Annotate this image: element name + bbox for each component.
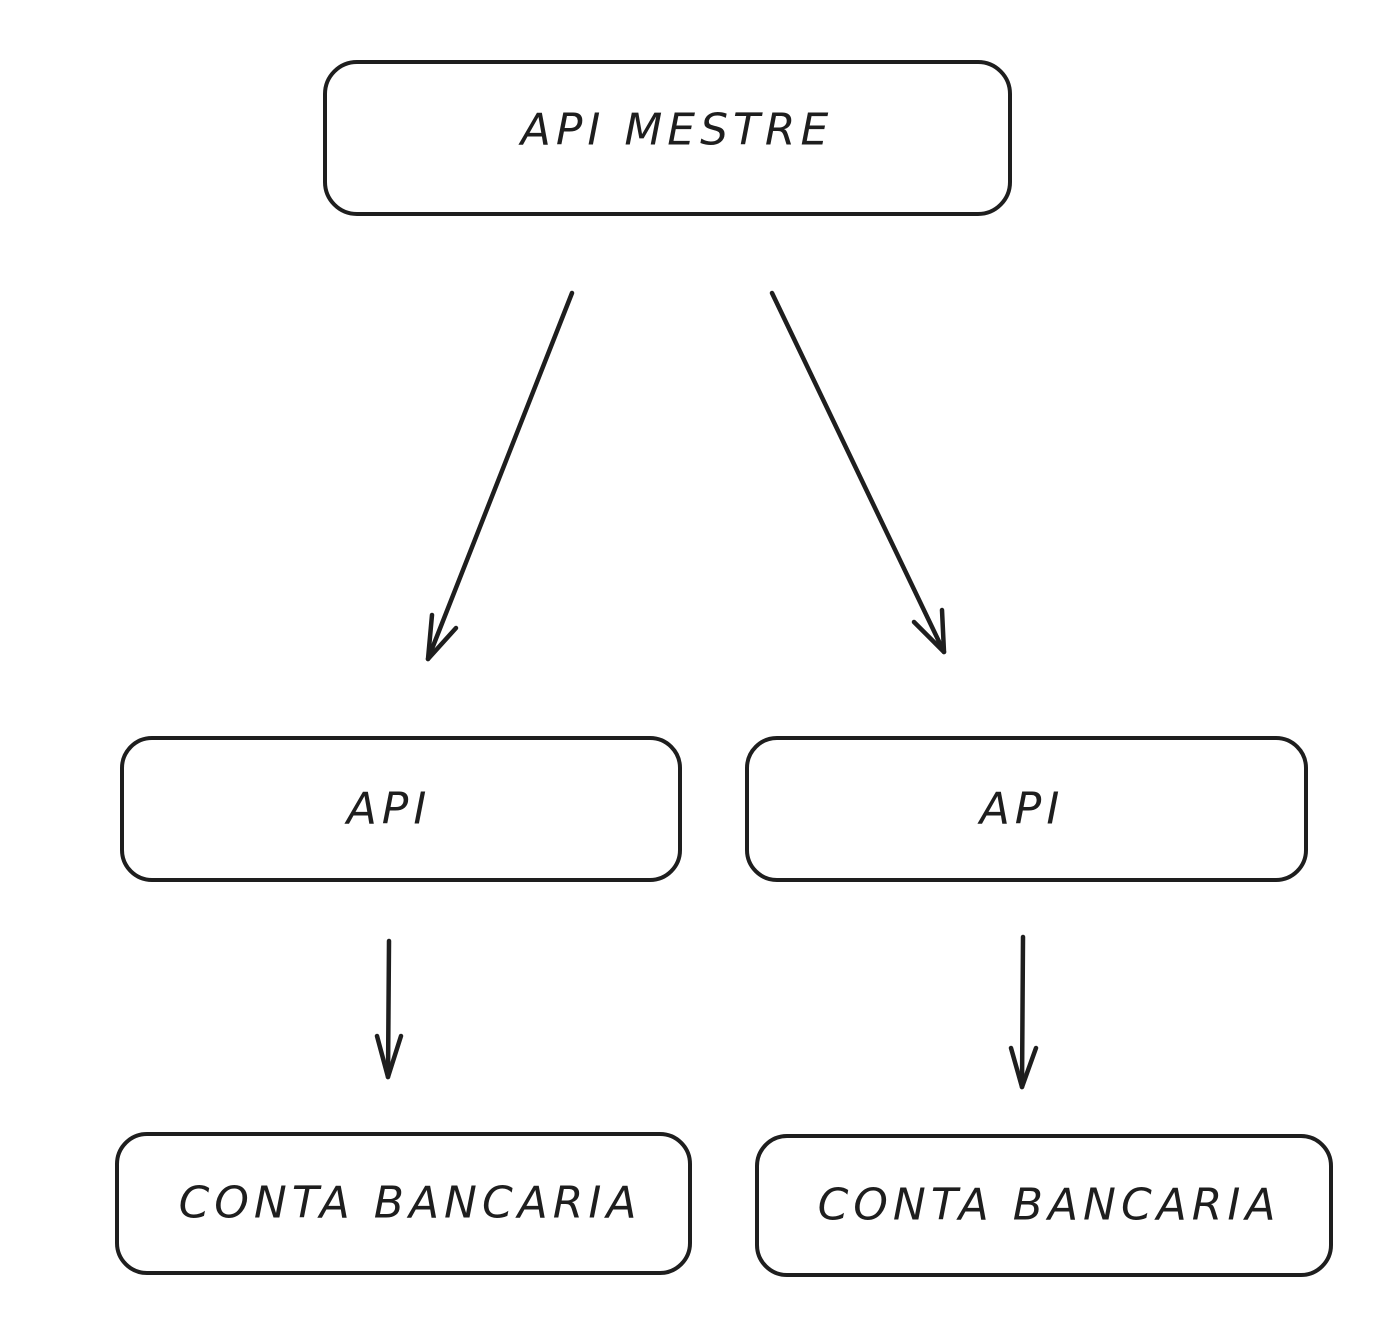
node-api-right-label: API [977, 784, 1065, 835]
arrow-master-to-api-right[interactable] [769, 290, 947, 655]
arrow-master-to-api-left-line [425, 290, 575, 662]
arrow-head-icon [374, 1033, 404, 1080]
node-api-mestre-label: API MESTRE [518, 105, 834, 156]
node-api-mestre-box [323, 60, 1012, 216]
node-conta-bancaria-right-label: CONTA BANCARIA [818, 1180, 1281, 1231]
arrow-master-to-api-right-line [769, 290, 947, 655]
node-conta-bancaria-left-label: CONTA BANCARIA [179, 1178, 642, 1229]
node-conta-bancaria-right[interactable]: CONTA BANCARIA [755, 1134, 1333, 1277]
arrow-api-left-to-account-left[interactable] [374, 938, 404, 1080]
node-api-mestre[interactable]: API MESTRE [323, 60, 1012, 216]
arrow-api-left-to-account-left-line [385, 938, 392, 1080]
node-api-right-box [745, 736, 1308, 882]
arrow-head-icon [425, 612, 459, 662]
node-api-right[interactable]: API [745, 736, 1308, 882]
arrow-head-icon [911, 607, 947, 655]
node-conta-bancaria-left[interactable]: CONTA BANCARIA [115, 1132, 692, 1275]
node-api-left-box [120, 736, 682, 882]
node-api-left[interactable]: API [120, 736, 682, 882]
node-conta-bancaria-right-box [755, 1134, 1333, 1277]
node-conta-bancaria-left-box [115, 1132, 692, 1275]
node-api-left-label: API [344, 784, 432, 835]
arrow-api-right-to-account-right[interactable] [1008, 934, 1039, 1090]
arrow-master-to-api-left[interactable] [425, 290, 575, 662]
arrow-head-icon [1008, 1045, 1039, 1090]
arrow-api-right-to-account-right-line [1019, 934, 1026, 1090]
